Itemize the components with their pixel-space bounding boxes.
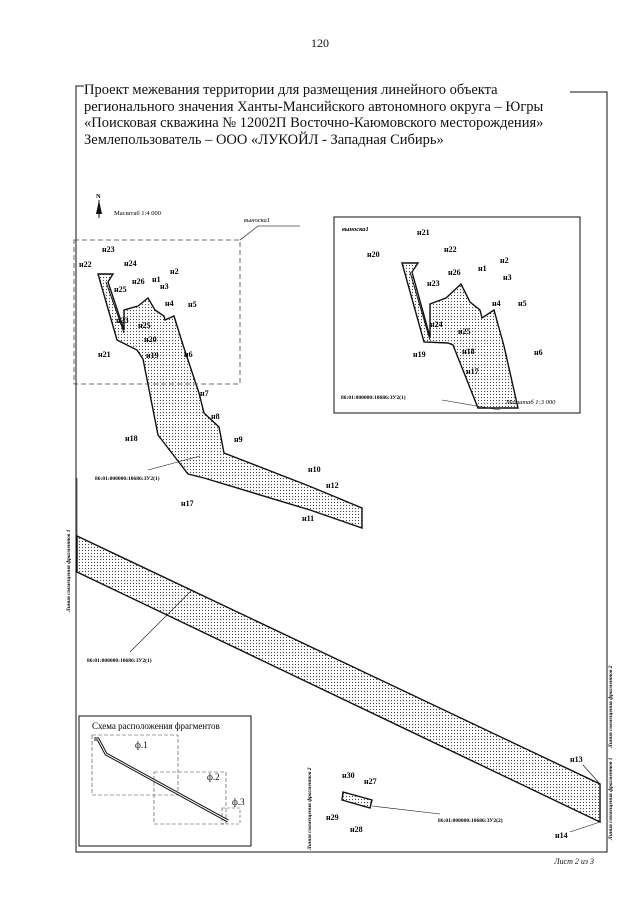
point-label: н12	[326, 481, 339, 490]
break-label-1-right: Линия совмещения фрагментов 1	[607, 757, 614, 841]
svg-text:н26: н26	[448, 268, 461, 277]
point-label: н19	[146, 351, 159, 360]
drawing-frame	[75, 85, 608, 853]
inset-parcel: 86:01:000000:10686:ЗУ2(1)	[341, 394, 406, 401]
sheet-label: Лист 2 из 3	[554, 857, 594, 866]
svg-text:н3: н3	[503, 273, 512, 282]
page-number: 120	[311, 36, 329, 50]
title-line-2: регионального значения Ханты-Мансийского…	[84, 98, 544, 115]
north-arrow-label: N	[96, 193, 101, 200]
inset-scale: Масштаб 1:3 000	[505, 399, 556, 406]
scheme-title: Схема расположения фрагментов	[92, 721, 220, 731]
svg-text:н21: н21	[417, 228, 430, 237]
break-label-1: Линия совмещения фрагментов 1	[65, 529, 72, 613]
point-label: н17	[181, 499, 194, 508]
point-label: н27	[364, 777, 377, 786]
svg-text:н23: н23	[427, 279, 440, 288]
parcel-main: 86:01:000000:10686:ЗУ2(1)	[95, 475, 160, 482]
svg-text:н19: н19	[413, 350, 426, 359]
fragment-scheme: Схема расположения фрагментов ф.1 ф.2 ф.…	[78, 715, 252, 847]
callout-box	[73, 239, 241, 385]
title-line-1: Проект межевания территории для размещен…	[84, 82, 498, 98]
svg-text:ф.2: ф.2	[207, 772, 220, 782]
svg-text:н2: н2	[500, 256, 509, 265]
point-label: н5	[188, 300, 197, 309]
svg-text:н24: н24	[430, 320, 443, 329]
svg-text:н20: н20	[367, 250, 380, 259]
break-label-2-right: Линия совмещения фрагментов 2	[607, 665, 614, 749]
point-label: н13	[570, 755, 583, 764]
svg-text:н18: н18	[462, 347, 475, 356]
parcel-lower: 86:01:000000:10686:ЗУ2(1)	[87, 657, 152, 664]
svg-text:н25: н25	[458, 327, 471, 336]
svg-text:н22: н22	[444, 245, 457, 254]
svg-text:н5: н5	[518, 299, 527, 308]
svg-text:н1: н1	[478, 264, 487, 273]
point-label: н23	[102, 245, 115, 254]
point-label: н3	[160, 282, 169, 291]
parcel-right: 86:01:000000:10686:ЗУ2(2)	[438, 817, 503, 824]
svg-text:ф.1: ф.1	[135, 740, 148, 750]
point-label: н4	[165, 299, 174, 308]
break-label-2: Линия совмещения фрагментов 2	[306, 767, 313, 851]
point-label: н6	[184, 350, 193, 359]
point-label: н30	[342, 771, 355, 780]
point-label: н25	[114, 285, 127, 294]
point-label: н28	[350, 825, 363, 834]
point-label: н8	[211, 412, 220, 421]
point-label: н2	[170, 267, 179, 276]
point-label: н14	[555, 831, 568, 840]
main-corridor-fill	[97, 273, 363, 529]
point-label: н11	[302, 514, 314, 523]
point-label: н24	[124, 259, 137, 268]
inset-callout-label: выноска1	[244, 217, 270, 224]
point-label: н25	[138, 321, 151, 330]
point-label: н29	[326, 813, 339, 822]
svg-text:н4: н4	[492, 299, 501, 308]
inset-map: выноска1 н21 н22 н20 н26 н1 н2 н3 н23 н4…	[333, 216, 581, 414]
point-label: н10	[308, 465, 321, 474]
north-arrow: N	[96, 193, 102, 218]
point-label: н7	[200, 389, 209, 398]
title-line-4: Землепользователь – ООО «ЛУКОЙЛ - Западн…	[84, 131, 444, 148]
point-label: н21	[98, 350, 111, 359]
point-label: н1	[152, 275, 161, 284]
point-label: н22	[79, 260, 92, 269]
point-label: н9	[234, 435, 243, 444]
point-label: н26	[132, 277, 145, 286]
point-label: н18	[125, 434, 138, 443]
callout-leader	[239, 225, 300, 241]
svg-text:н6: н6	[534, 348, 543, 357]
frame-border	[75, 85, 608, 853]
title-block: Проект межевания территории для размещен…	[84, 82, 564, 148]
point-label: н23	[116, 316, 129, 325]
main-corridor	[97, 273, 363, 529]
svg-text:ф.3: ф.3	[232, 797, 245, 807]
scale-main: Масштаб 1:4 000	[114, 210, 161, 217]
small-parcel-fill	[341, 791, 373, 809]
svg-text:н17: н17	[466, 367, 479, 376]
main-point-labels: н23 н22 н24 н25 н26 н1 н2 н3 н4 н5 н23 н…	[79, 245, 339, 523]
inset-title: выноска1	[342, 226, 369, 233]
point-label: н20	[144, 335, 157, 344]
title-line-3: «Поисковая скважина № 12002П Восточно-Ка…	[84, 115, 544, 131]
